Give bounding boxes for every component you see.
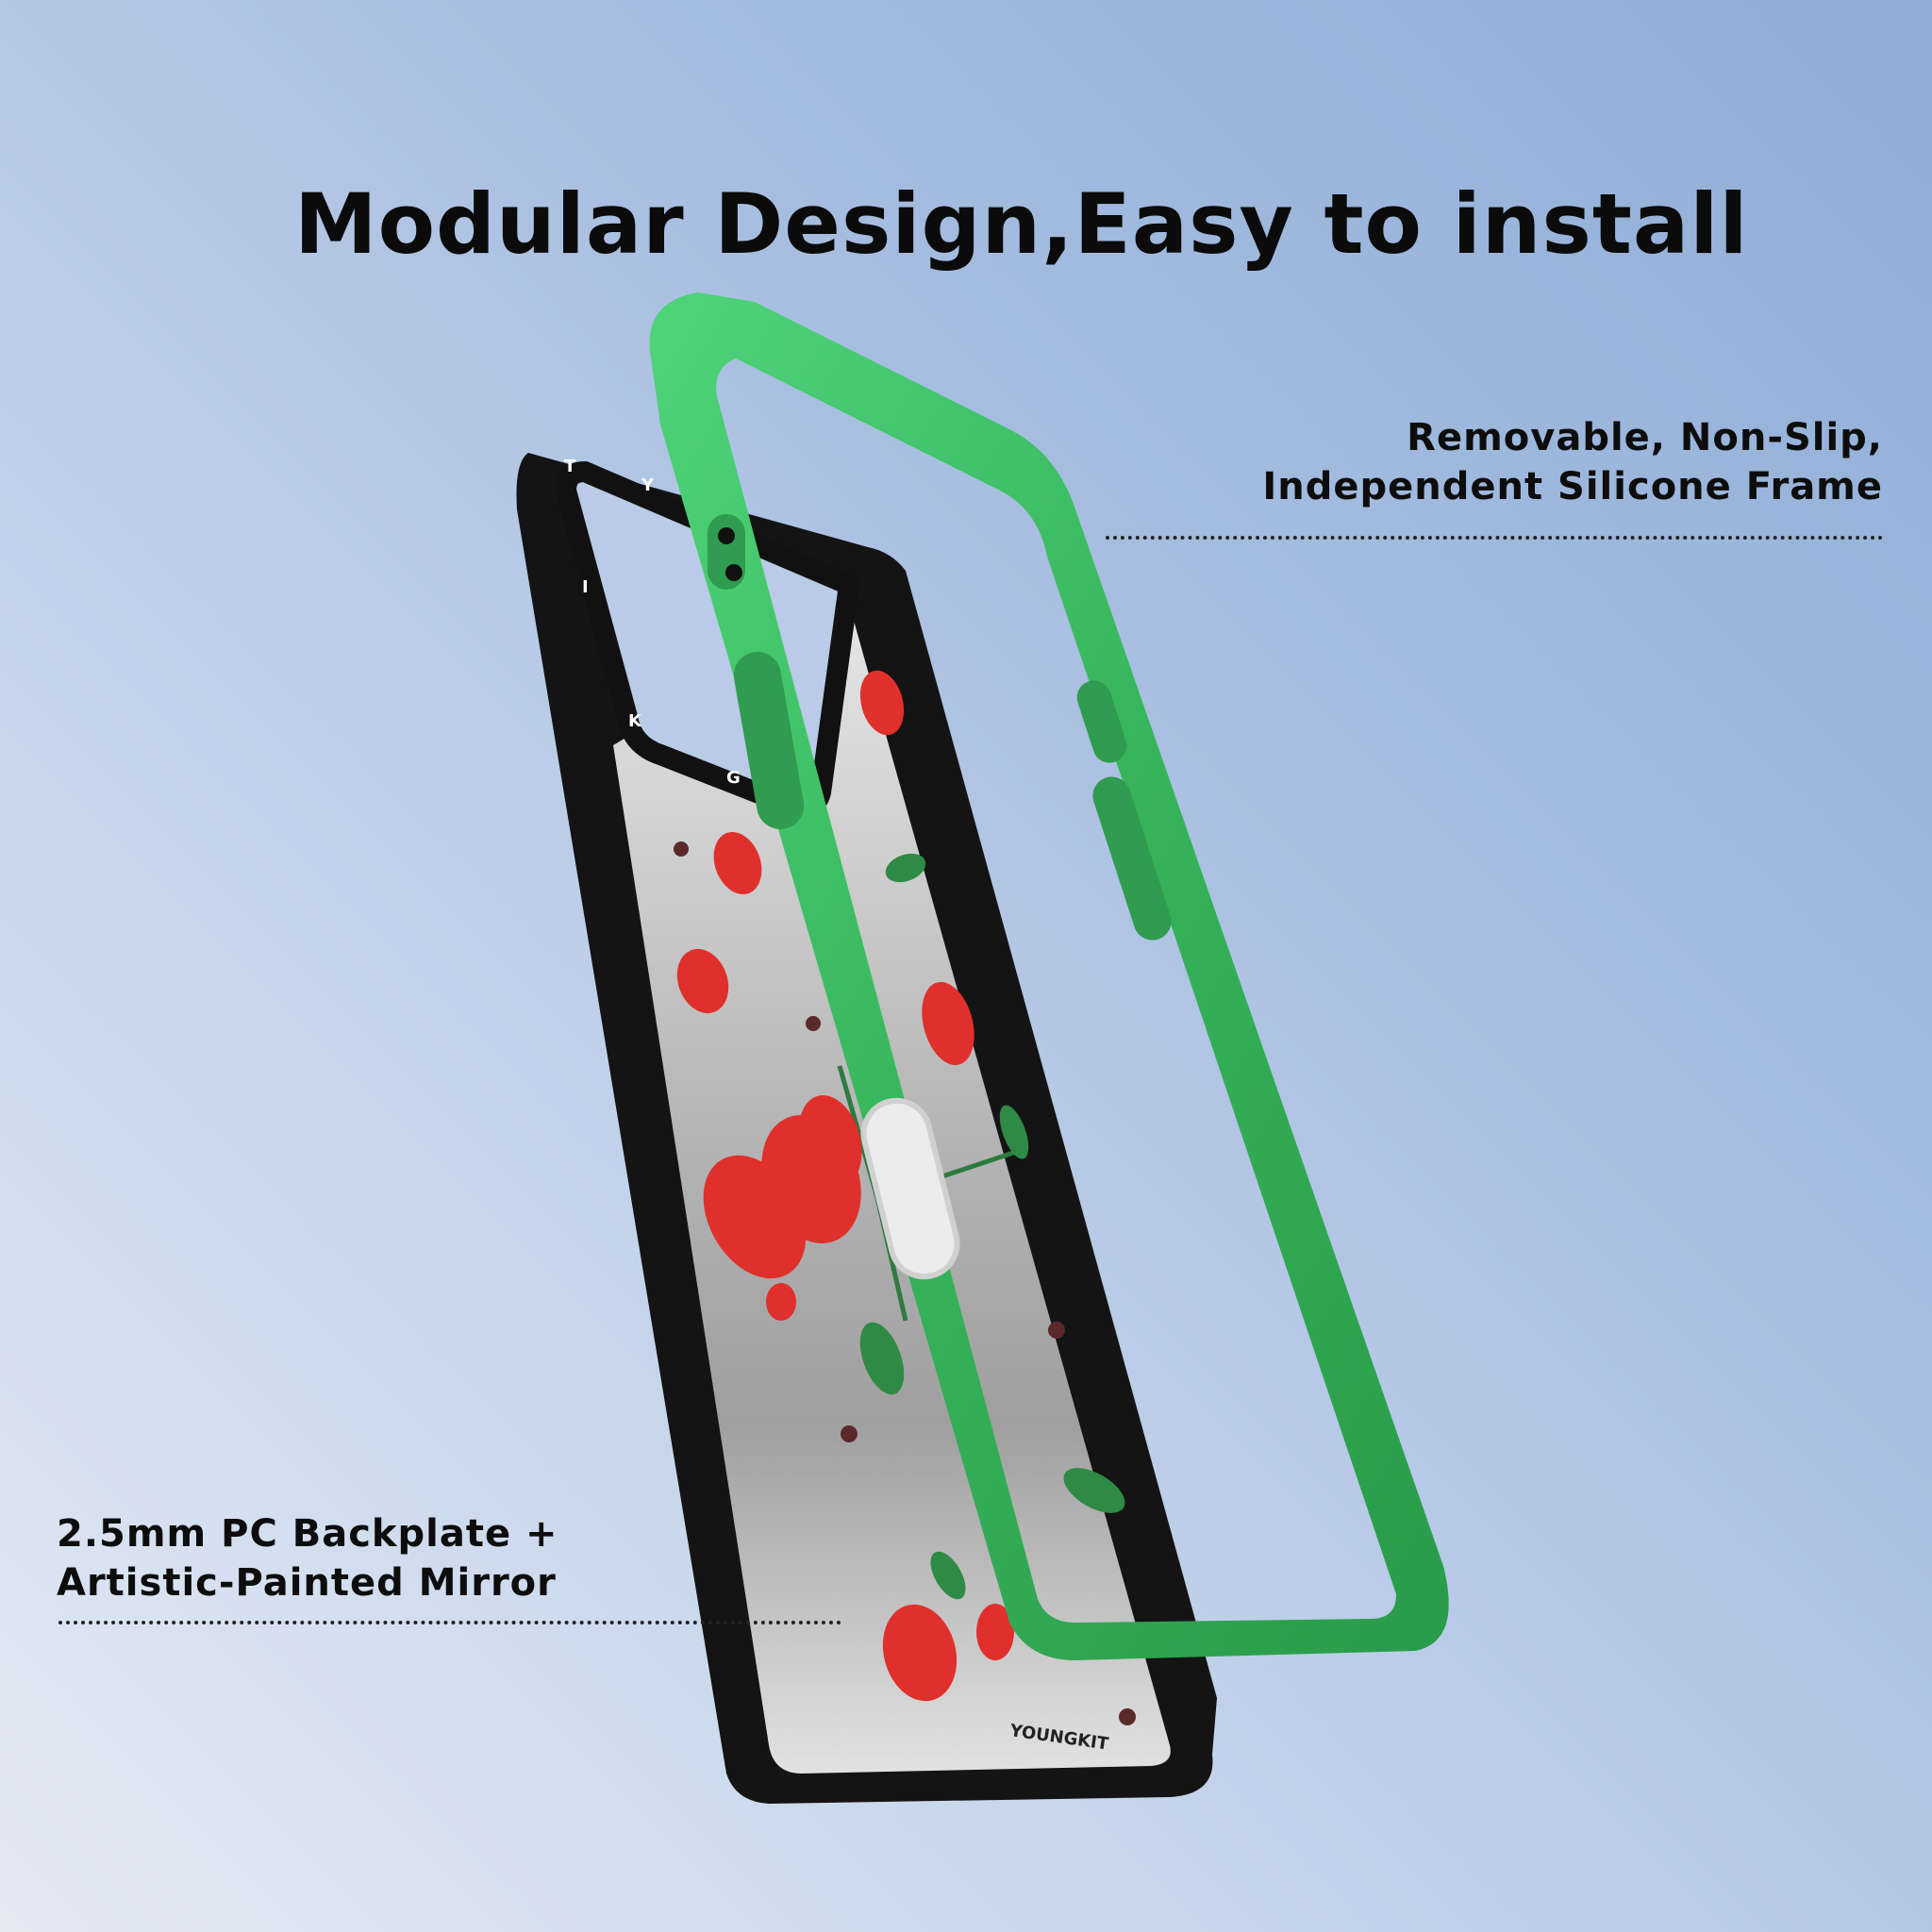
frame-callout-line2: Independent Silicone Frame (1262, 465, 1883, 508)
silicone-frame (649, 292, 1449, 1660)
frame-letter: T (564, 457, 576, 476)
frame-letter: K (628, 711, 642, 731)
backplate-callout-line1: 2.5mm PC Backplate + (57, 1512, 558, 1556)
frame-callout: Removable, Non-Slip, Independent Silicon… (1262, 413, 1883, 511)
backplate-callout-line2: Artistic-Painted Mirror (57, 1561, 557, 1605)
backplate-callout-leader-line (58, 1621, 841, 1624)
frame-letter: I (582, 577, 589, 597)
backplate-callout: 2.5mm PC Backplate + Artistic-Painted Mi… (57, 1509, 558, 1607)
frame-letter: Y (641, 475, 655, 495)
page-title: Modular Design,Easy to install (294, 175, 1749, 273)
frame-letter: G (726, 768, 741, 788)
frame-callout-line1: Removable, Non-Slip, (1407, 416, 1883, 459)
frame-callout-leader-line (1106, 536, 1883, 540)
